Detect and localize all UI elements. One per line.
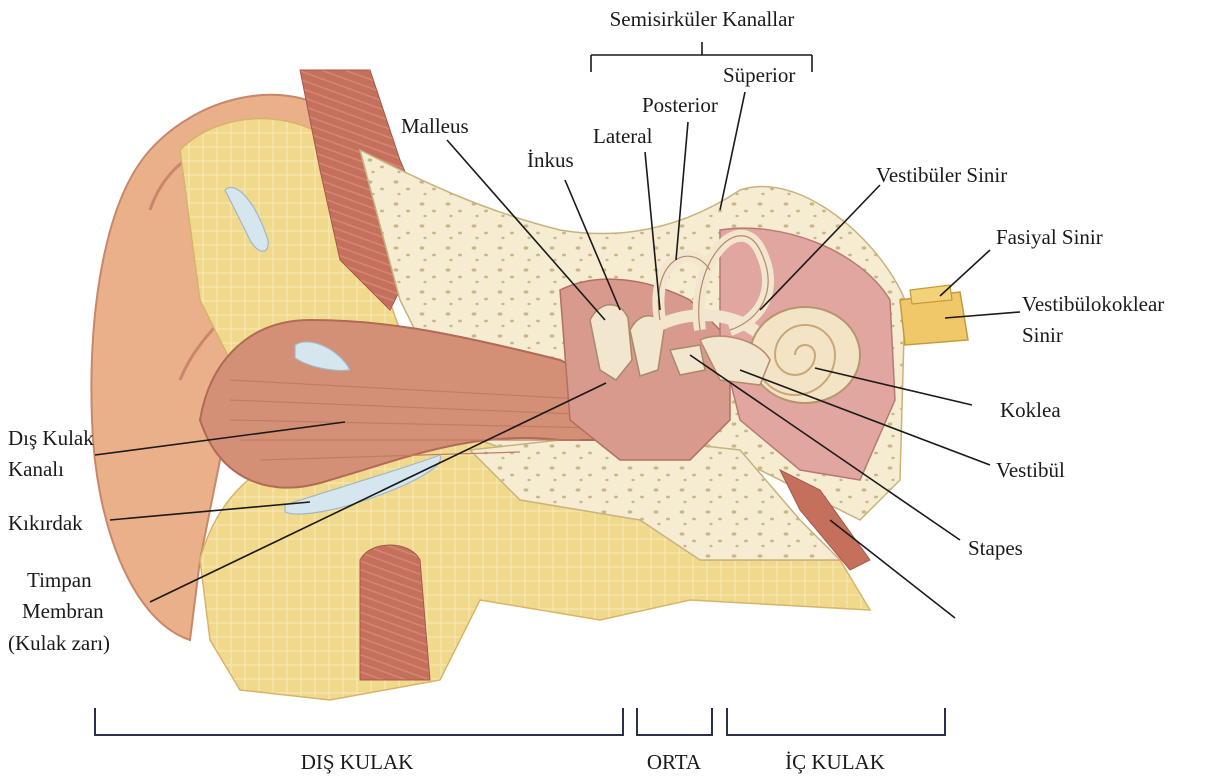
label-cartilage: Kıkırdak bbox=[8, 511, 83, 535]
section-brackets: DIŞ KULAK ORTA İÇ KULAK bbox=[95, 708, 945, 774]
label-tympanic-2: Membran bbox=[22, 599, 104, 623]
label-ear-canal-1: Dış Kulak bbox=[8, 426, 94, 450]
label-vestibulocochlear-2: Sinir bbox=[1022, 323, 1063, 347]
label-malleus: Malleus bbox=[401, 114, 469, 138]
label-vestibulocochlear-1: Vestibülokoklear bbox=[1022, 292, 1164, 316]
label-facial-nerve: Fasiyal Sinir bbox=[996, 225, 1103, 249]
label-cochlea: Koklea bbox=[1000, 398, 1061, 422]
label-posterior: Posterior bbox=[642, 93, 718, 117]
label-lateral: Lateral bbox=[593, 124, 653, 148]
label-incus: İnkus bbox=[527, 148, 574, 172]
label-tympanic-3: (Kulak zarı) bbox=[8, 631, 110, 655]
label-vestibular-nerve: Vestibüler Sinir bbox=[876, 163, 1007, 187]
label-stapes: Stapes bbox=[968, 536, 1023, 560]
section-outer-ear: DIŞ KULAK bbox=[301, 750, 414, 774]
section-middle-ear: ORTA bbox=[647, 750, 702, 774]
section-inner-ear: İÇ KULAK bbox=[785, 750, 885, 774]
bracket-inner-ear bbox=[727, 708, 945, 735]
label-tympanic-1: Timpan bbox=[27, 568, 92, 592]
label-vestibule: Vestibül bbox=[996, 458, 1065, 482]
bracket-outer-ear bbox=[95, 708, 623, 735]
label-superior: Süperior bbox=[723, 63, 795, 87]
label-ear-canal-2: Kanalı bbox=[8, 457, 64, 481]
bracket-middle-ear bbox=[637, 708, 712, 735]
label-semicircular-canals: Semisirküler Kanallar bbox=[610, 7, 795, 31]
lower-muscle-block bbox=[360, 545, 430, 680]
facial-nerve-shape bbox=[910, 285, 952, 304]
